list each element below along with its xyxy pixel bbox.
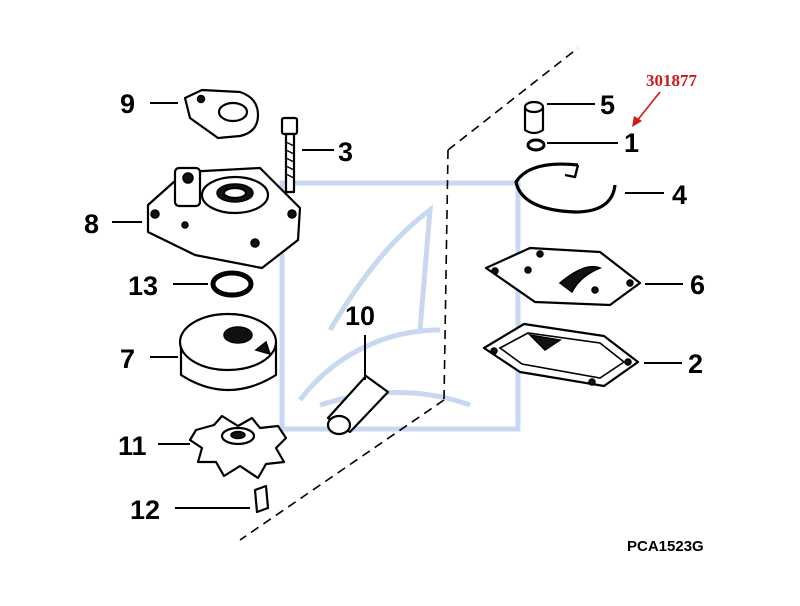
- callout-10: 10: [345, 301, 375, 331]
- part-10-pin: [326, 335, 390, 436]
- callout-4: 4: [672, 180, 687, 210]
- part-9-bracket: [150, 88, 260, 140]
- callout-13: 13: [128, 271, 158, 301]
- diagram-code: PCA1523G: [627, 538, 704, 555]
- reference-number: 301877: [646, 71, 698, 90]
- callout-9: 9: [120, 89, 135, 119]
- part-8-pump-housing: [112, 166, 302, 270]
- part-5-sleeve: [523, 100, 595, 135]
- callout-12: 12: [130, 495, 160, 525]
- callout-11: 11: [118, 431, 147, 461]
- callout-5: 5: [600, 90, 615, 120]
- callout-8: 8: [84, 209, 99, 239]
- callout-2: 2: [688, 349, 703, 379]
- exploded-guide-lines: [239, 47, 579, 541]
- watermark-logo: [279, 180, 521, 432]
- callout-3: 3: [338, 137, 353, 167]
- reference-arrow: [632, 91, 661, 127]
- callout-1: 1: [624, 128, 639, 158]
- part-11-impeller: [158, 414, 288, 480]
- part-6-plate: [484, 246, 683, 307]
- callout-7: 7: [120, 344, 135, 374]
- part-12-key: [175, 484, 270, 514]
- part-7-impeller-housing: [150, 312, 278, 391]
- part-4-clip: [514, 162, 664, 214]
- part-3-screw: [280, 116, 334, 194]
- part-1-o-ring: [526, 138, 618, 152]
- part-13-seal: [173, 270, 254, 298]
- callout-6: 6: [690, 270, 705, 300]
- part-2-gasket: [482, 322, 682, 388]
